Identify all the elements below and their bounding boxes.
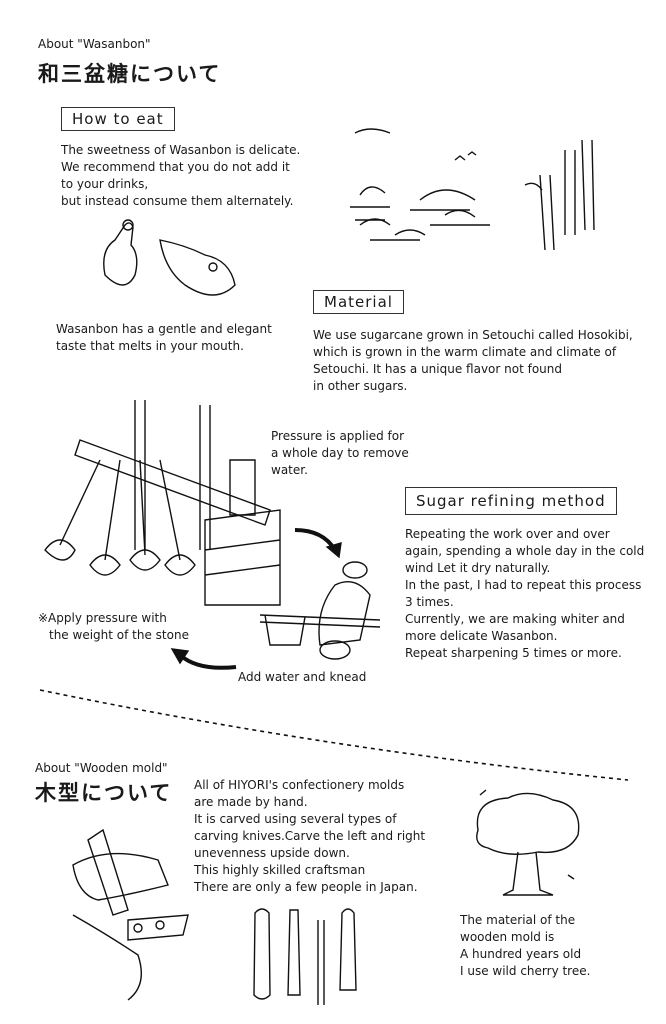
curved-arrow-icon — [170, 648, 237, 670]
setouchi-landscape-illustration — [350, 128, 490, 241]
text-line: taste that melts in your mouth. — [56, 339, 244, 353]
text-line: 3 times. — [405, 595, 454, 609]
text-line: Pressure is applied for — [271, 429, 405, 443]
material-text: We use sugarcane grown in Setouchi calle… — [313, 327, 633, 395]
curved-arrow-icon — [294, 528, 342, 559]
pressure-text: Pressure is applied for a whole day to r… — [271, 428, 409, 479]
refining-text: Repeating the work over and over again, … — [405, 526, 644, 662]
text-line: a whole day to remove — [271, 446, 409, 460]
text-line: are made by hand. — [194, 795, 308, 809]
wooden-mold-text: All of HIYORI's confectionery molds are … — [194, 777, 425, 896]
text-line: Setouchi. It has a unique flavor not fou… — [313, 362, 562, 376]
text-line: ※Apply pressure with — [38, 611, 167, 625]
text-line: more delicate Wasanbon. — [405, 629, 558, 643]
text-line: In the past, I had to repeat this proces… — [405, 578, 642, 592]
text-line: to your drinks, — [61, 177, 149, 191]
text-line: We use sugarcane grown in Setouchi calle… — [313, 328, 633, 342]
stone-note: ※Apply pressure with the weight of the s… — [38, 610, 189, 644]
text-line: All of HIYORI's confectionery molds — [194, 778, 405, 792]
text-line: This highly skilled craftsman — [194, 863, 366, 877]
text-line: Repeating the work over and over — [405, 527, 610, 541]
text-line: A hundred years old — [460, 947, 582, 961]
text-line: carving knives.Carve the left and right — [194, 829, 426, 843]
text-line: We recommend that you do not add it — [61, 160, 290, 174]
text-line: There are only a few people in Japan. — [194, 880, 418, 894]
taste-caption: Wasanbon has a gentle and elegant taste … — [56, 321, 272, 355]
material-heading: Material — [313, 290, 404, 314]
cherry-tree-illustration — [476, 789, 580, 896]
text-line: wind Let it dry naturally. — [405, 561, 551, 575]
about-wooden-mold-label: About "Wooden mold" — [35, 761, 168, 775]
wasanbon-title: 和三盆糖について — [38, 62, 222, 86]
text-line: water. — [271, 463, 308, 477]
text-line: Wasanbon has a gentle and elegant — [56, 322, 272, 336]
sugarcane-illustration — [524, 139, 595, 251]
text-line: Repeat sharpening 5 times or more. — [405, 646, 622, 660]
knead-caption: Add water and knead — [238, 670, 367, 684]
text-line: The sweetness of Wasanbon is delicate. — [61, 143, 301, 157]
sugar-press-illustration — [44, 400, 281, 606]
how-to-eat-text: The sweetness of Wasanbon is delicate. W… — [61, 142, 300, 210]
text-line: wooden mold is — [460, 930, 555, 944]
sugar-refining-heading: Sugar refining method — [405, 487, 617, 515]
text-line: Currently, we are making whiter and — [405, 612, 625, 626]
about-wasanbon-label: About "Wasanbon" — [38, 37, 151, 51]
text-line: in other sugars. — [313, 379, 408, 393]
text-line: the weight of the stone — [49, 628, 189, 642]
how-to-eat-heading: How to eat — [61, 107, 175, 131]
hands-illustration — [103, 219, 236, 296]
dashed-divider — [39, 689, 629, 781]
text-line: The material of the — [460, 913, 576, 927]
text-line: again, spending a whole day in the cold — [405, 544, 645, 558]
text-line: It is carved using several types of — [194, 812, 397, 826]
text-line: but instead consume them alternately. — [61, 194, 294, 208]
wood-material-note: The material of the wooden mold is A hun… — [460, 912, 590, 980]
carving-knives-illustration — [253, 908, 357, 1005]
carving-hand-illustration — [72, 828, 189, 1001]
kneading-worker-illustration — [259, 561, 381, 660]
wooden-mold-title: 木型について — [35, 781, 173, 805]
text-line: unevenness upside down. — [194, 846, 350, 860]
text-line: I use wild cherry tree. — [460, 964, 591, 978]
text-line: which is grown in the warm climate and c… — [313, 345, 617, 359]
